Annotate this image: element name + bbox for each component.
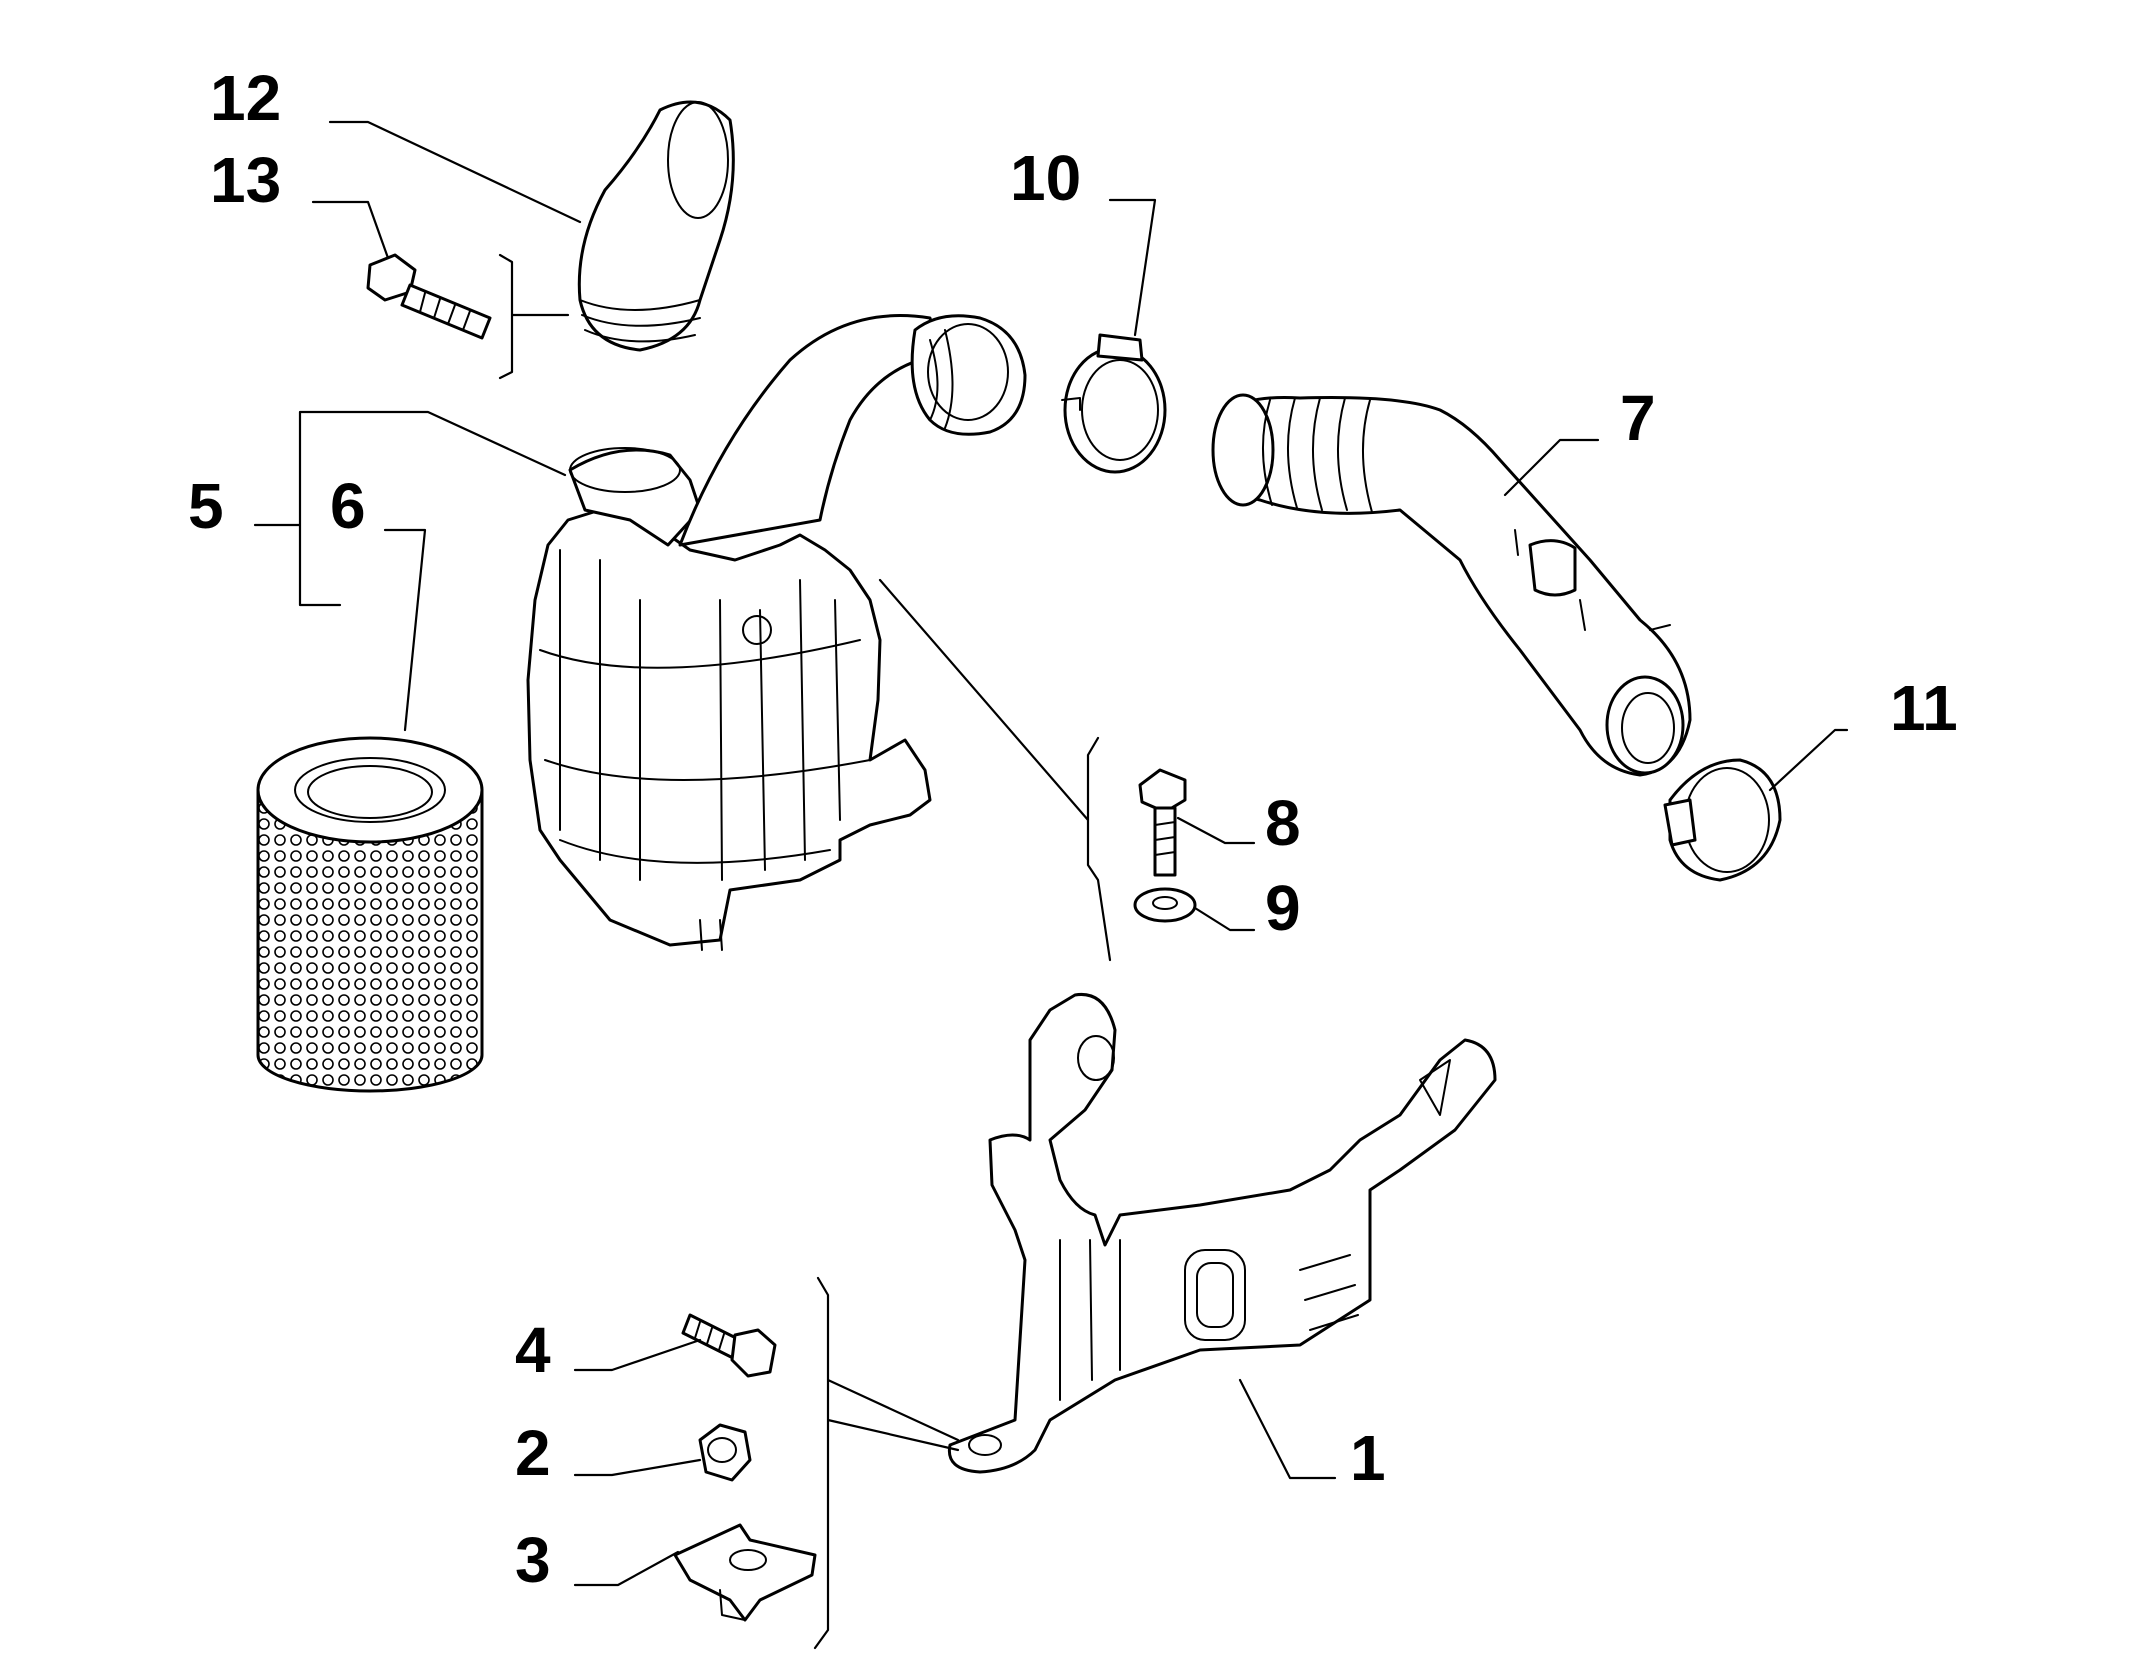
callout-7: 7 <box>1620 382 1656 454</box>
leader-lines <box>253 120 1849 1650</box>
hose-clamp-11 <box>1663 758 1782 882</box>
callout-6: 6 <box>330 470 366 542</box>
clip-nut-3 <box>673 1523 817 1622</box>
callout-11: 11 <box>1890 672 1958 744</box>
callout-9: 9 <box>1265 872 1301 944</box>
callout-3: 3 <box>515 1524 551 1596</box>
washer-9 <box>1133 887 1197 923</box>
callout-1: 1 <box>1350 1422 1386 1494</box>
inlet-elbow <box>577 100 735 352</box>
air-filter-housing <box>526 447 932 951</box>
callout-4: 4 <box>515 1314 551 1386</box>
nut-2 <box>698 1423 752 1482</box>
callout-5: 5 <box>188 470 224 542</box>
bolt-4 <box>681 1313 777 1378</box>
callout-10: 10 <box>1010 142 1081 214</box>
corrugated-hose <box>1211 393 1692 777</box>
hose-clamp-10 <box>1061 333 1167 474</box>
callout-2: 2 <box>515 1417 551 1489</box>
bolt-8 <box>1138 768 1187 877</box>
intake-duct <box>678 314 1027 547</box>
callout-12: 12 <box>210 62 281 134</box>
callout-8: 8 <box>1265 787 1301 859</box>
callout-labels: 12 13 10 7 11 5 6 8 9 4 2 3 1 <box>188 62 1958 1596</box>
bolt-13 <box>366 253 492 340</box>
air-filter-element <box>256 736 484 1093</box>
mounting-bracket <box>947 992 1497 1474</box>
callout-13: 13 <box>210 144 281 216</box>
